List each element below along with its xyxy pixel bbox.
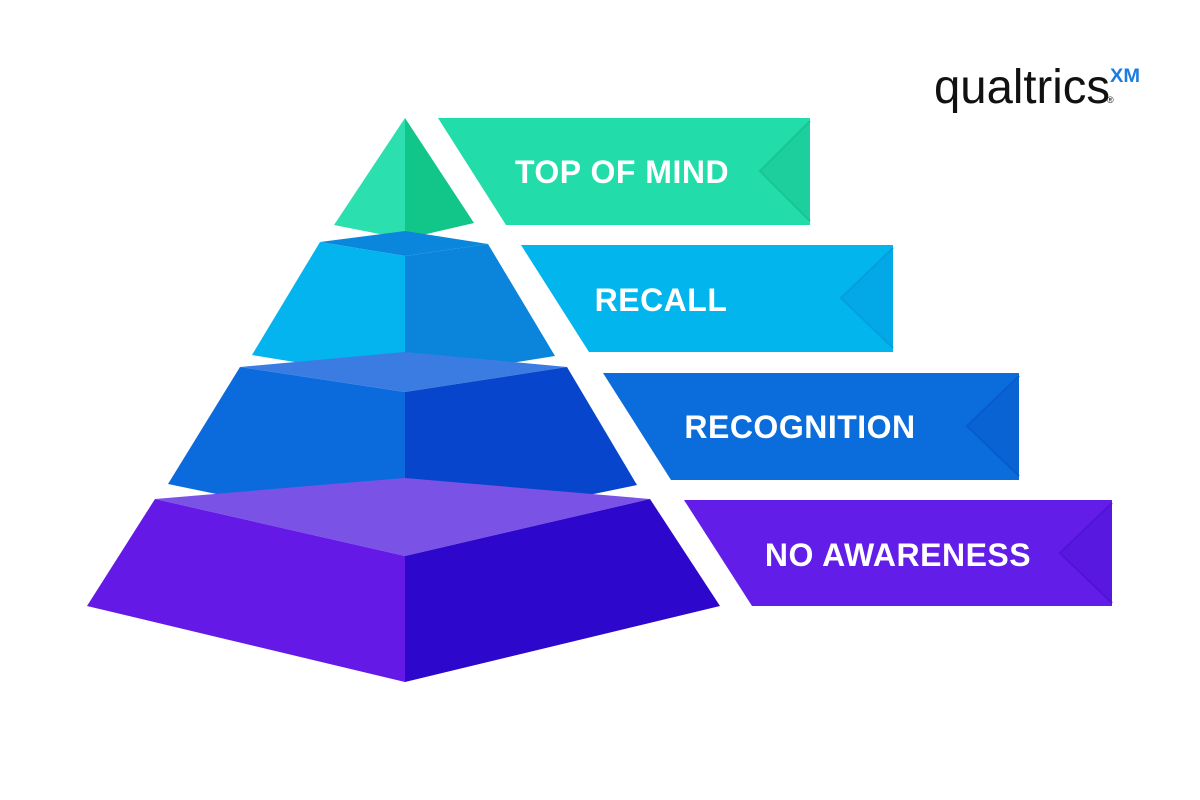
pyramid-tier-top-of-mind — [334, 118, 474, 239]
tier-no-awareness-right-face — [405, 499, 720, 682]
banner-no-awareness-label: NO AWARENESS — [765, 537, 1031, 573]
banner-no-awareness: NO AWARENESS — [684, 500, 1113, 606]
banner-recall-shape — [521, 245, 893, 352]
tier-no-awareness-top-face — [155, 478, 650, 556]
banner-no-awareness-notch-line — [1058, 502, 1113, 604]
tier-top-of-mind-left-face — [334, 118, 405, 239]
banner-recognition: RECOGNITION — [603, 373, 1020, 480]
banner-recognition-notch-shade — [967, 376, 1019, 476]
tier-recall-left-face — [252, 242, 405, 380]
logo-xm-superscript: XM — [1110, 66, 1140, 87]
level-banners: TOP OF MIND RECALL RECOGNITION NO AWAREN… — [438, 118, 1113, 606]
logo-registered-mark: ® — [1107, 95, 1114, 105]
banner-top-of-mind-notch-line — [758, 120, 811, 222]
banner-recall-notch-shade — [841, 248, 893, 348]
banner-recall-label: RECALL — [595, 282, 728, 318]
tier-recognition-top-face — [240, 352, 567, 392]
tier-recall-right-face — [405, 244, 555, 380]
banner-recognition-shape — [603, 373, 1019, 480]
tier-no-awareness-left-face — [87, 499, 405, 682]
tier-recall-top-face — [320, 231, 488, 256]
banner-recognition-notch-line — [965, 375, 1020, 477]
banner-no-awareness-shape — [684, 500, 1112, 606]
banner-top-of-mind-shape — [438, 118, 810, 225]
banner-recall: RECALL — [521, 245, 894, 352]
pyramid-tier-no-awareness — [87, 478, 720, 682]
qualtrics-xm-logo: qualtrics ® XM — [934, 61, 1140, 114]
tier-top-of-mind-right-face — [405, 118, 474, 239]
banner-top-of-mind-notch-shade — [760, 121, 810, 221]
banner-no-awareness-notch-shade — [1060, 503, 1112, 603]
banner-top-of-mind-label: TOP OF MIND — [515, 154, 729, 190]
pyramid-tier-recall — [252, 231, 555, 380]
logo-wordmark: qualtrics — [934, 61, 1110, 114]
banner-top-of-mind: TOP OF MIND — [438, 118, 811, 225]
pyramid — [87, 118, 720, 682]
banner-recognition-label: RECOGNITION — [684, 409, 915, 445]
banner-recall-notch-line — [839, 247, 894, 349]
